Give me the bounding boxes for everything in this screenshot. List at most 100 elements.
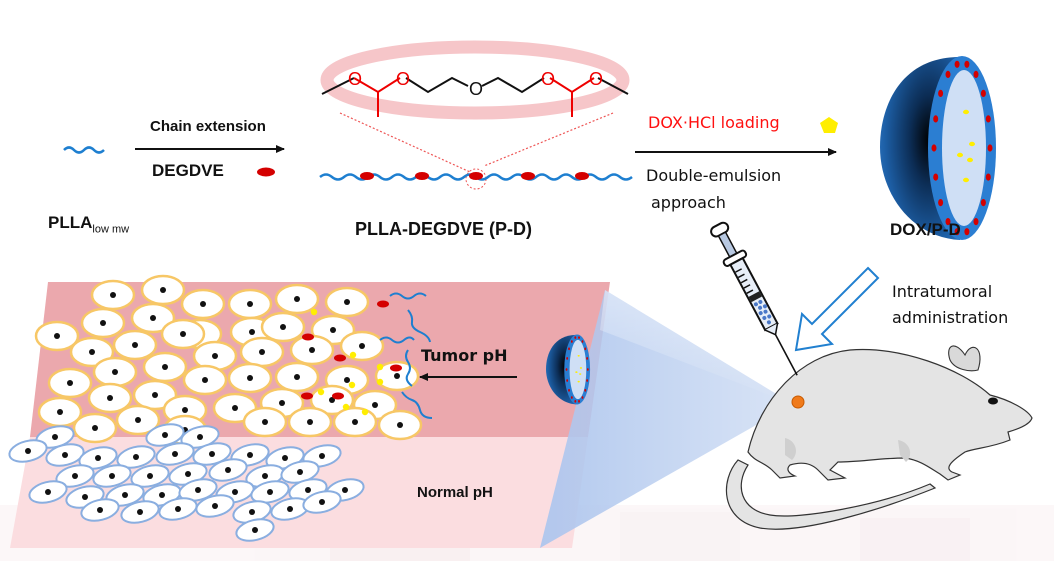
nanoparticle-large — [880, 56, 996, 240]
degdve-marker — [954, 228, 960, 236]
degdve-fragment — [301, 392, 313, 400]
degdve-marker — [586, 368, 589, 371]
cell-nucleus — [359, 343, 365, 349]
released-fragments — [301, 292, 433, 419]
oxygen-atom: O — [541, 69, 555, 89]
approach-label: approach — [651, 193, 726, 212]
dox-marker — [969, 141, 975, 147]
cell-nucleus — [280, 324, 286, 330]
cell-nucleus — [180, 331, 186, 337]
degdve-marker — [980, 89, 986, 97]
degraded-chain — [405, 349, 413, 387]
cell-nucleus — [252, 527, 258, 533]
oxygen-atom: O — [396, 69, 410, 89]
cell-nucleus — [182, 407, 188, 413]
cell-nucleus — [133, 454, 139, 460]
dox-molecule — [376, 363, 384, 371]
cell-nucleus — [200, 301, 206, 307]
degdve-fragment — [390, 364, 402, 372]
degdve-marker — [586, 357, 589, 360]
cell-nucleus — [225, 467, 231, 473]
dox-molecule — [310, 308, 318, 316]
cell-nucleus — [137, 509, 143, 515]
cell-nucleus — [185, 471, 191, 477]
cell-nucleus — [82, 494, 88, 500]
degdve-marker — [980, 199, 986, 207]
administration-arrow — [794, 266, 880, 352]
degdve-fragment — [334, 354, 346, 362]
cell-nucleus — [319, 499, 325, 505]
cell-nucleus — [307, 419, 313, 425]
cell-nucleus — [247, 301, 253, 307]
degdve-marker — [584, 388, 587, 392]
cell-nucleus — [100, 320, 106, 326]
cell-nucleus — [25, 448, 31, 454]
cell-nucleus — [282, 455, 288, 461]
degdve-marker — [570, 340, 573, 343]
degdve-fragment — [332, 392, 344, 400]
degraded-chain — [389, 292, 427, 300]
cell-nucleus — [152, 392, 158, 398]
cell-nucleus — [305, 487, 311, 493]
cell-nucleus — [160, 287, 166, 293]
dox-marker — [575, 371, 578, 373]
tumor-ph-label: Tumor pH — [421, 346, 508, 365]
oxygen-atom: O — [589, 69, 603, 89]
degdve-marker — [568, 347, 570, 351]
degdve-marker — [933, 173, 939, 181]
degdve-marker — [566, 379, 569, 382]
dox-marker — [577, 380, 580, 383]
dox-molecule — [349, 351, 357, 359]
degdve-marker — [964, 228, 970, 236]
cell-nucleus — [319, 453, 325, 459]
degdve-marker — [360, 172, 374, 180]
normal-ph-label: Normal pH — [417, 484, 493, 501]
cell-nucleus — [150, 315, 156, 321]
degdve-marker — [574, 399, 577, 403]
oxygen-atom: O — [348, 69, 362, 89]
cell-nucleus — [294, 296, 300, 302]
degdve-marker — [581, 340, 584, 343]
dox-marker — [967, 157, 973, 163]
cell-nucleus — [72, 473, 78, 479]
syringe-illustration — [710, 221, 798, 376]
dox-loading-label: DOX·HCl loading — [648, 113, 780, 132]
degdve-marker — [584, 347, 587, 351]
dox-marker — [579, 367, 583, 369]
cell-nucleus — [110, 292, 116, 298]
degdve-marker — [566, 357, 569, 360]
cell-nucleus — [344, 299, 350, 305]
degdve-marker — [985, 173, 991, 181]
cell-nucleus — [122, 492, 128, 498]
intratumoral-label: Intratumoral — [892, 282, 993, 301]
cell-nucleus — [89, 349, 95, 355]
degdve-marker — [931, 144, 937, 152]
degdve-marker — [933, 115, 939, 123]
degdve-marker — [521, 172, 535, 180]
dox-molecule — [348, 381, 356, 389]
cell-nucleus — [212, 353, 218, 359]
cell-nucleus — [397, 422, 403, 428]
cell-nucleus — [352, 419, 358, 425]
dox-molecule — [317, 388, 325, 396]
degdve-marker — [565, 368, 568, 371]
cell-nucleus — [297, 469, 303, 475]
degdve-marker — [575, 172, 589, 180]
degdve-marker — [574, 336, 577, 340]
cell-nucleus — [45, 489, 51, 495]
cell-nucleus — [247, 375, 253, 381]
plla-label: PLLA — [48, 213, 93, 232]
degdve-marker — [945, 218, 951, 226]
cell-nucleus — [132, 342, 138, 348]
cell-nucleus — [135, 417, 141, 423]
dox-marker — [963, 177, 969, 183]
nanoparticle-small — [546, 334, 591, 405]
degdve-marker — [586, 379, 589, 382]
dox-marker — [579, 373, 582, 375]
cell-nucleus — [172, 451, 178, 457]
cell-nucleus — [249, 509, 255, 515]
double-emulsion-label: Double-emulsion — [646, 166, 782, 185]
tumor-injection-site — [791, 395, 805, 409]
cell-nucleus — [57, 409, 63, 415]
